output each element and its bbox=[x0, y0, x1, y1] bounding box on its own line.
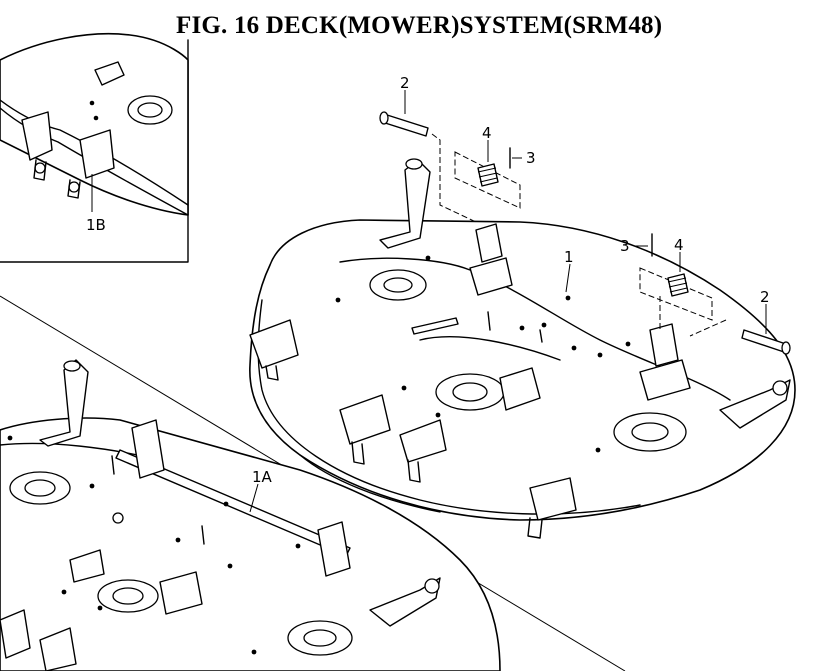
lower-gauge-bracket bbox=[69, 549, 105, 583]
front-pin-group: 3 4 2 bbox=[620, 233, 791, 355]
center-gearbox-mount bbox=[499, 367, 541, 411]
callout-4-front: 4 bbox=[674, 236, 684, 254]
rear-pin-group: 2 4 3 bbox=[379, 74, 536, 223]
figure-title: FIG. 16 DECK(MOWER)SYSTEM(SRM48) bbox=[176, 12, 663, 39]
inset-deck-body bbox=[0, 32, 189, 216]
hitch-bar-bracket-front bbox=[317, 521, 351, 577]
lower-gauge-arm-2 bbox=[39, 627, 77, 671]
spring-guide-rear bbox=[454, 151, 521, 209]
callout-1a-leader bbox=[249, 483, 259, 513]
inset-mount-bracket bbox=[94, 61, 125, 86]
deck-slot-plate bbox=[411, 317, 459, 335]
inset-lift-arm-left bbox=[21, 111, 53, 161]
lower-rear-mast bbox=[39, 359, 89, 447]
lower-gearbox-mount bbox=[159, 571, 203, 615]
callout-1b: 1B bbox=[86, 216, 106, 234]
front-gauge-arm bbox=[529, 477, 577, 521]
right-pivot-arm bbox=[719, 379, 791, 429]
left-gauge-arm-1 bbox=[249, 319, 299, 369]
callout-2-rear: 2 bbox=[400, 74, 410, 92]
lower-deck-assembly: 1A bbox=[0, 359, 501, 671]
left-gauge-arm-3 bbox=[399, 419, 447, 463]
inset-lift-arm-right bbox=[79, 129, 115, 179]
lower-gauge-arm-1 bbox=[0, 609, 31, 659]
callout-1-leader bbox=[565, 263, 571, 293]
front-hitch-bracket bbox=[639, 359, 691, 401]
main-deck-assembly bbox=[249, 158, 796, 539]
spring-guide-front bbox=[639, 267, 713, 321]
rear-mast bbox=[379, 159, 431, 249]
mower-deck-shell bbox=[249, 219, 796, 521]
callout-2-front: 2 bbox=[760, 288, 770, 306]
callout-1a: 1A bbox=[252, 468, 273, 486]
left-gauge-arm-2 bbox=[339, 394, 391, 445]
callout-4-rear: 4 bbox=[482, 124, 492, 142]
clevis-pin-rear bbox=[381, 113, 429, 137]
callout-3-front: 3 bbox=[620, 237, 630, 255]
hitch-bar-bracket-rear bbox=[131, 419, 165, 479]
inset-detail-view: 1B bbox=[0, 32, 189, 263]
callout-1: 1 bbox=[564, 248, 574, 266]
callout-3-rear: 3 bbox=[526, 149, 536, 167]
rear-hitch-bracket bbox=[469, 257, 513, 296]
